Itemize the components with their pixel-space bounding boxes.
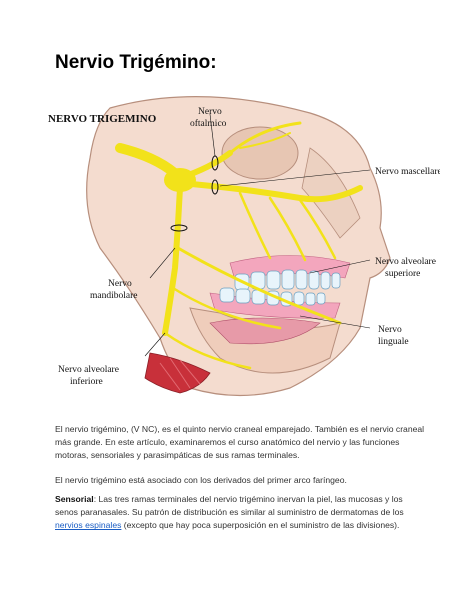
label-nervo-trigemino: NERVO TRIGEMINO [48, 113, 157, 125]
paragraph-pharyngeal-arch: El nervio trigémino está asociado con lo… [55, 475, 347, 485]
label-nervo-alveolare-superiore-line2: superiore [385, 269, 420, 279]
lower-teeth [219, 287, 326, 307]
sensorial-label: Sensorial [55, 494, 94, 504]
label-nervo-linguale-line1: Nervo [378, 325, 402, 335]
trigeminal-ganglion [164, 168, 196, 192]
label-leader-lines [144, 113, 371, 357]
paragraph-sensorial: Sensorial: Las tres ramas terminales del… [55, 493, 427, 533]
label-nervo-oftalmico-line2: oftalmico [190, 118, 227, 129]
label-nervo-oftalmico-line1: Nervo [198, 107, 222, 117]
paragraph-intro: El nervio trigémino, (V NC), es el quint… [55, 424, 425, 461]
label-nervo-mandibolare-line2: mandibolare [90, 291, 137, 301]
trigeminal-nerve-illustration: NERVO TRIGEMINO Nervo oftalmico Nervo ma… [40, 88, 440, 418]
anatomy-diagram: NERVO TRIGEMINO Nervo oftalmico Nervo ma… [48, 96, 440, 397]
label-nervo-alveolare-inferiore-line2: inferiore [70, 376, 103, 387]
label-nervo-alveolare-inferiore-line1: Nervo alveolare [58, 365, 119, 375]
sensorial-text-before-link: : Las tres ramas terminales del nervio t… [55, 494, 404, 518]
label-nervo-mandibolare-line1: Nervo [108, 279, 132, 289]
label-nervo-linguale-line2: linguale [378, 337, 409, 347]
label-nervo-alveolare-superiore-line1: Nervo alveolare [375, 257, 436, 267]
orbit-shape [221, 126, 299, 180]
sensorial-text-after-link: (excepto que hay poca superposición en e… [121, 520, 400, 531]
page-title: Nervio Trigémino: [55, 52, 217, 73]
spinal-nerves-link[interactable]: nervios espinales [55, 520, 122, 531]
label-nervo-mascellare: Nervo mascellare [375, 167, 440, 177]
